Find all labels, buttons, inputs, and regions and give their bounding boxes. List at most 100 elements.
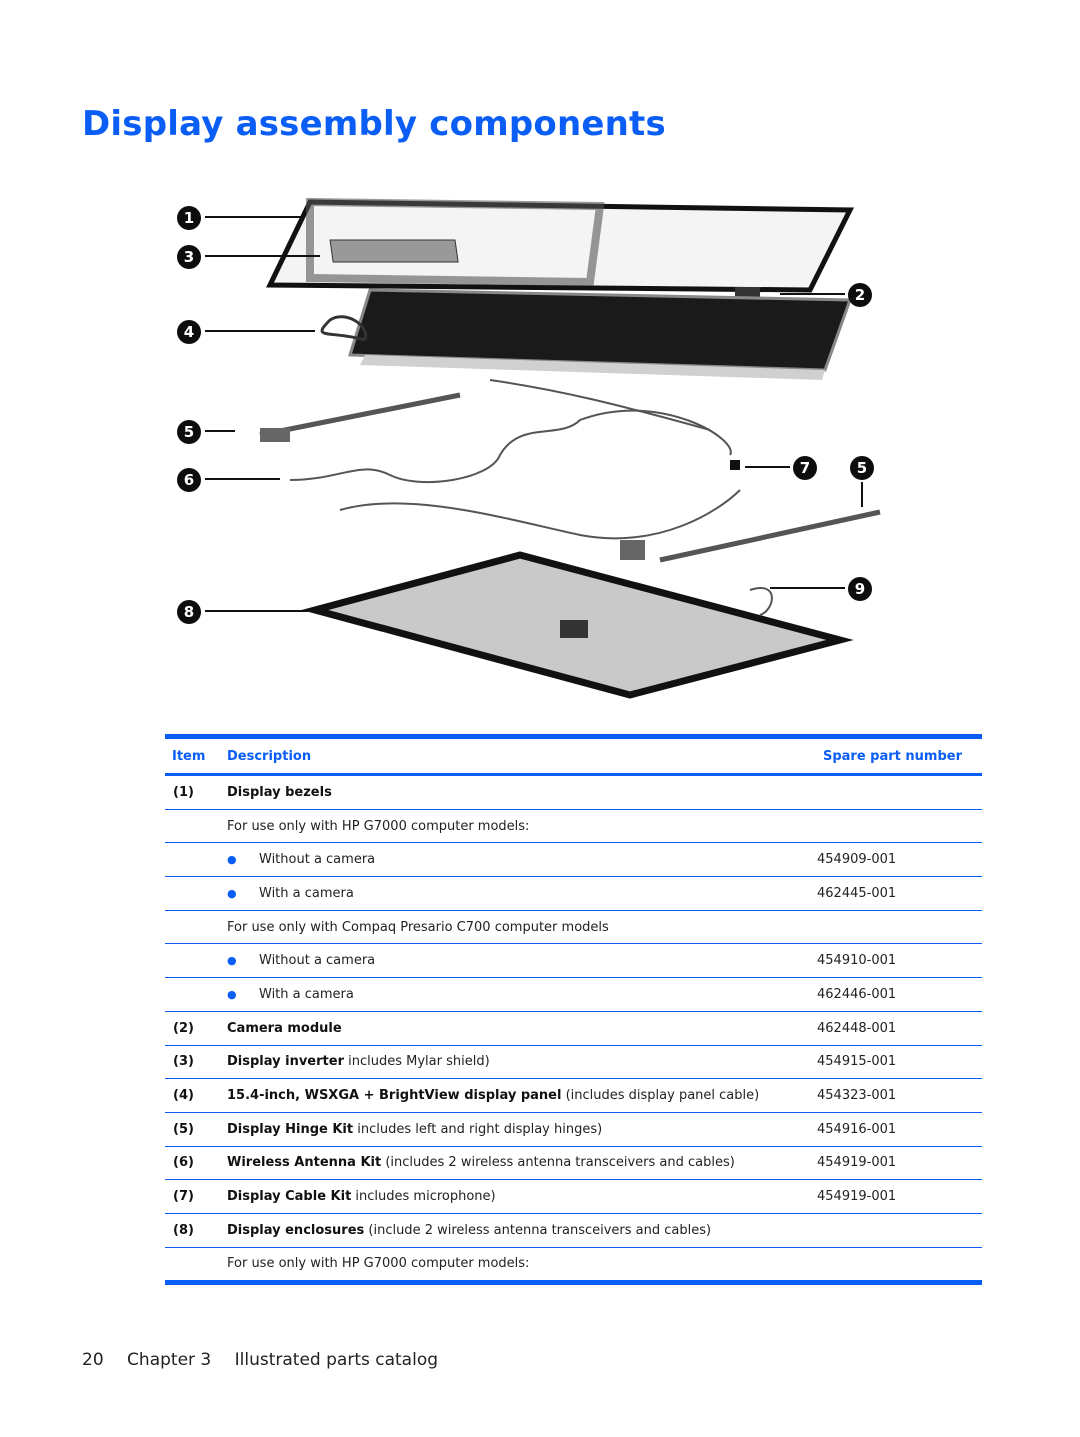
- exploded-view-figure: [160, 190, 920, 710]
- callout-7: 7: [793, 456, 817, 480]
- table-row: (1) Display bezels: [165, 776, 982, 810]
- section-title: Illustrated parts catalog: [234, 1350, 439, 1370]
- table-row: (3) Display inverter includes Mylar shiel…: [165, 1046, 982, 1080]
- callout-2: 2: [848, 283, 872, 307]
- row-item-number: (4): [173, 1088, 194, 1104]
- part-note: (includes display panel cable): [565, 1088, 760, 1104]
- part-name: Display Cable Kit: [227, 1189, 352, 1205]
- row-description: Display enclosures (include 2 wireless a…: [227, 1223, 817, 1238]
- row-spare-part-number: 462446-001: [817, 986, 897, 1002]
- row-description: ● With a camera: [227, 886, 817, 901]
- part-note: includes microphone): [355, 1189, 496, 1205]
- row-item-number: (8): [173, 1222, 194, 1238]
- callout-3: 3: [177, 245, 201, 269]
- part-name: Wireless Antenna Kit: [227, 1155, 382, 1171]
- table-row: For use only with HP G7000 computer mode…: [165, 1248, 982, 1281]
- bullet-icon: ●: [227, 886, 237, 900]
- part-note: Without a camera: [259, 953, 376, 969]
- antenna-cable-part: [289, 409, 732, 484]
- camera-module-part: [735, 287, 760, 297]
- callout-5-right: 5: [850, 456, 874, 480]
- part-name: Display Hinge Kit: [227, 1121, 354, 1137]
- row-spare-part-number: 454915-001: [817, 1054, 897, 1070]
- row-description: ● With a camera: [227, 987, 817, 1002]
- part-note: Without a camera: [259, 852, 376, 868]
- row-item-number: (5): [173, 1121, 194, 1137]
- table-row: (4) 15.4-inch, WSXGA + BrightView display…: [165, 1079, 982, 1113]
- row-item-number: (1): [173, 784, 194, 800]
- row-spare-part-number: 454909-001: [817, 852, 897, 868]
- header-spare-part-number: Spare part number: [822, 748, 962, 764]
- part-name: 15.4-inch, WSXGA + BrightView display pa…: [227, 1088, 562, 1104]
- row-description: For use only with HP G7000 computer mode…: [227, 819, 817, 834]
- display-cable-part: [730, 460, 740, 470]
- row-description: For use only with HP G7000 computer mode…: [227, 1256, 817, 1271]
- table-row: (8) Display enclosures (include 2 wireles…: [165, 1214, 982, 1248]
- row-description: Camera module: [227, 1021, 817, 1036]
- bullet-icon: ●: [227, 987, 237, 1001]
- part-note: With a camera: [259, 986, 354, 1002]
- table-header: Item Description Spare part number: [165, 739, 982, 776]
- row-item-number: (7): [173, 1189, 194, 1205]
- callout-1: 1: [177, 206, 201, 230]
- page-footer: 20 Chapter 3 Illustrated parts catalog: [82, 1350, 456, 1370]
- row-spare-part-number: 462445-001: [817, 885, 897, 901]
- row-description: 15.4-inch, WSXGA + BrightView display pa…: [227, 1088, 817, 1103]
- bullet-icon: ●: [227, 954, 237, 968]
- bullet-icon: ●: [227, 853, 237, 867]
- part-note: (includes 2 wireless antenna transceiver…: [385, 1155, 735, 1171]
- row-item-number: (3): [173, 1054, 194, 1070]
- display-bezel-part: [266, 199, 855, 293]
- part-note: For use only with HP G7000 computer mode…: [227, 1256, 530, 1272]
- page-title: Display assembly components: [82, 104, 666, 144]
- part-note: With a camera: [259, 885, 354, 901]
- table-row: ● Without a camera 454909-001: [165, 843, 982, 878]
- callout-5-left: 5: [177, 420, 201, 444]
- row-description: Display Hinge Kit includes left and righ…: [227, 1122, 817, 1137]
- part-note: (include 2 wireless antenna transceivers…: [368, 1222, 712, 1238]
- table-row: (7) Display Cable Kit includes microphone…: [165, 1180, 982, 1214]
- part-note: includes Mylar shield): [348, 1054, 490, 1070]
- part-note: For use only with HP G7000 computer mode…: [227, 818, 530, 834]
- row-item-number: (6): [173, 1155, 194, 1171]
- table-row: For use only with Compaq Presario C700 c…: [165, 911, 982, 945]
- callout-9: 9: [848, 577, 872, 601]
- row-description: Display bezels: [227, 785, 817, 800]
- row-description: Display Cable Kit includes microphone): [227, 1189, 817, 1204]
- table-row: ● With a camera 462446-001: [165, 978, 982, 1012]
- table-row: ● With a camera 462445-001: [165, 877, 982, 911]
- part-name: Display bezels: [227, 784, 332, 800]
- part-note: includes left and right display hinges): [357, 1121, 603, 1137]
- table-row: (2) Camera module 462448-001: [165, 1012, 982, 1046]
- page-number: 20: [82, 1350, 104, 1370]
- part-name: Display inverter: [227, 1054, 344, 1070]
- table-row: (5) Display Hinge Kit includes left and r…: [165, 1113, 982, 1147]
- row-spare-part-number: 454919-001: [817, 1189, 897, 1205]
- callout-8: 8: [177, 600, 201, 624]
- header-item: Item: [172, 748, 206, 764]
- row-spare-part-number: 454916-001: [817, 1121, 897, 1137]
- part-name: Display enclosures: [227, 1222, 365, 1238]
- part-note: For use only with Compaq Presario C700 c…: [227, 919, 609, 935]
- parts-table: Item Description Spare part number (1) Di…: [165, 734, 982, 1286]
- header-description: Description: [227, 748, 312, 764]
- row-description: Display inverter includes Mylar shield): [227, 1054, 817, 1069]
- display-inverter-part: [329, 239, 459, 263]
- chapter-label: Chapter 3: [127, 1350, 212, 1370]
- row-spare-part-number: 454919-001: [817, 1155, 897, 1171]
- part-name: Camera module: [227, 1020, 342, 1036]
- callout-4: 4: [177, 320, 201, 344]
- right-hinge-part: [659, 509, 881, 563]
- row-spare-part-number: 462448-001: [817, 1020, 897, 1036]
- row-item-number: (2): [173, 1020, 194, 1036]
- table-row: (6) Wireless Antenna Kit (includes 2 wire…: [165, 1147, 982, 1181]
- row-description: Wireless Antenna Kit (includes 2 wireles…: [227, 1155, 817, 1170]
- table-row: For use only with HP G7000 computer mode…: [165, 810, 982, 844]
- row-description: For use only with Compaq Presario C700 c…: [227, 920, 817, 935]
- left-hinge-part: [259, 392, 461, 438]
- exploded-view-drawing: [259, 197, 881, 699]
- callout-6: 6: [177, 468, 201, 492]
- row-spare-part-number: 454323-001: [817, 1088, 897, 1104]
